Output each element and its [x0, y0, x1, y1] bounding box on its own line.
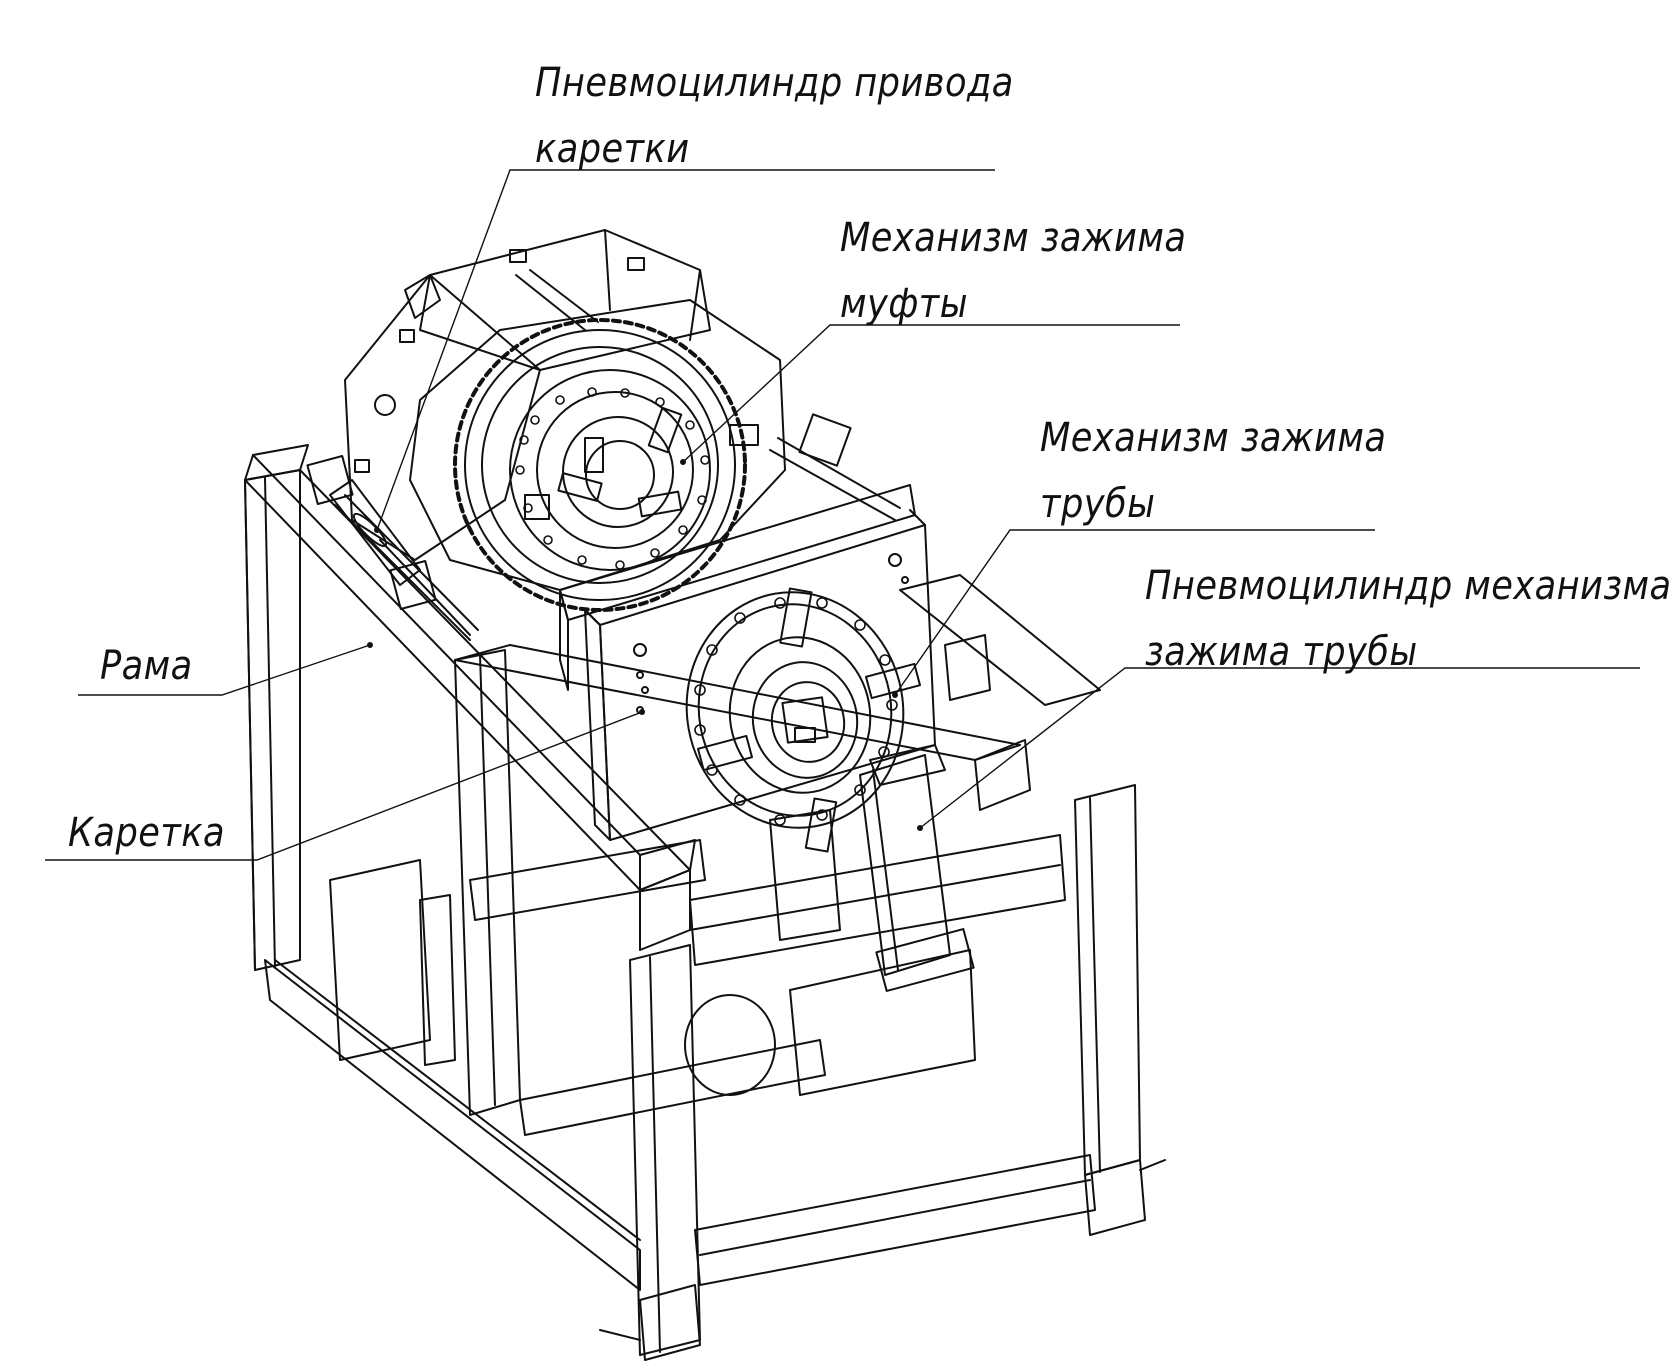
label-pipe-clamp-cylinder: Пневмоцилиндр механизма зажима трубы [1145, 553, 1672, 685]
label-pipe-clamp-line1: Механизм зажима [1040, 415, 1387, 461]
carriage-cylinder [306, 455, 437, 610]
label-pipe-clamp-cylinder-line1: Пневмоцилиндр механизма [1145, 563, 1672, 609]
label-carriage-line1: Каретка [68, 810, 225, 856]
leader-frame [78, 644, 371, 696]
leader-lines [45, 169, 1640, 861]
label-frame-line1: Рама [100, 643, 193, 689]
label-carriage-cylinder-line1: Пневмоцилиндр привода [535, 60, 1014, 106]
frame [244, 444, 1166, 1361]
label-carriage: Каретка [68, 800, 225, 866]
guide-rods [334, 413, 901, 641]
label-coupling-clamp-line1: Механизм зажима [840, 215, 1187, 261]
label-pipe-clamp: Механизм зажима трубы [1040, 405, 1386, 537]
leader-pipe-clamp-cylinder [919, 667, 1640, 829]
label-coupling-clamp-line2: муфты [840, 281, 968, 327]
label-pipe-clamp-line2: трубы [1040, 481, 1156, 527]
label-frame: Рама [100, 633, 193, 699]
leader-coupling-clamp [682, 324, 1180, 463]
pipe-clamp-cylinder [684, 744, 976, 1096]
label-coupling-clamp: Механизм зажима муфты [840, 205, 1186, 337]
label-pipe-clamp-cylinder-line2: зажима трубы [1145, 629, 1418, 675]
leader-carriage [45, 711, 643, 861]
leader-pipe-clamp [894, 529, 1375, 696]
label-carriage-cylinder-line2: каретки [535, 126, 690, 172]
pipe-clamp-chuck [685, 587, 921, 853]
leader-dots [367, 459, 923, 831]
label-carriage-cylinder: Пневмоцилиндр привода каретки [535, 50, 1014, 182]
gear-assembly [409, 299, 786, 612]
leader-carriage-cylinder [376, 169, 995, 531]
rear-housing [344, 229, 711, 561]
